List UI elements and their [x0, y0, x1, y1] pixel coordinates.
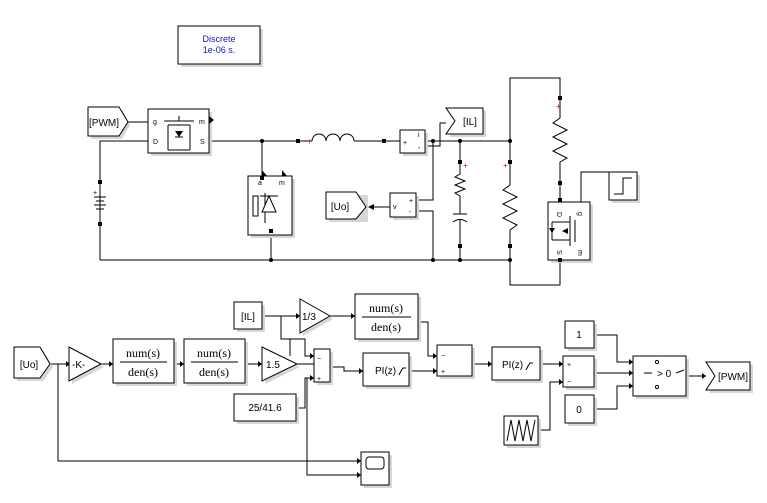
sum-3[interactable]: + −: [562, 355, 597, 390]
gain-k[interactable]: -K-: [68, 346, 104, 384]
tf3-den: den(s): [371, 320, 401, 334]
vmeas-minus-label: -: [409, 209, 412, 216]
sum2-minus: −: [441, 353, 445, 360]
pi2-label: PI(z): [502, 360, 523, 371]
repeating-sequence[interactable]: [503, 415, 541, 448]
tf2-den: den(s): [199, 365, 229, 379]
uo-from-tag[interactable]: [Uo]: [13, 346, 53, 381]
gain-1-3-label: 1/3: [302, 312, 316, 323]
mosfet1-d-label: D: [153, 139, 158, 146]
imeas-plus-label: +: [403, 140, 407, 147]
solver-line1: Discrete: [202, 34, 235, 44]
pi-controller-2[interactable]: PI(z): [491, 346, 543, 383]
gain-k-label: -K-: [72, 360, 85, 371]
tf1-num: num(s): [126, 346, 160, 360]
pwm-from-tag[interactable]: [PWM]: [87, 106, 130, 139]
pwm-goto-label: [PWM]: [718, 372, 748, 383]
sum-1[interactable]: − +: [313, 348, 333, 385]
mosfet-switch-1[interactable]: g m D S: [147, 108, 214, 156]
transfer-fcn-1[interactable]: num(s) den(s): [112, 338, 177, 386]
inductor[interactable]: +: [296, 133, 386, 146]
mosfet1-g-label: g: [153, 119, 157, 126]
const-zero-label: 0: [576, 405, 582, 416]
switch-block[interactable]: > 0: [632, 355, 689, 399]
pi-controller-1[interactable]: PI(z): [362, 352, 412, 389]
mosfet-symbol-icon: [164, 116, 194, 151]
gain-1-5-label: 1.5: [266, 360, 280, 371]
diode[interactable]: a m: [247, 170, 295, 238]
scope-screen-icon: [365, 456, 385, 470]
svg-text:+: +: [307, 137, 312, 146]
uo-from-label: [Uo]: [20, 360, 39, 371]
sum3-minus: −: [567, 379, 571, 386]
pwm-from-label: [PWM]: [89, 118, 119, 129]
step-source[interactable]: [608, 171, 640, 203]
svg-text:+: +: [93, 190, 97, 197]
constant-reference[interactable]: 25/41.6: [233, 393, 299, 424]
uo-goto-label: [Uo]: [331, 202, 350, 213]
mosfet2-d-label: D: [555, 212, 562, 217]
tf3-num: num(s): [369, 301, 403, 315]
sum3-plus: +: [567, 362, 571, 369]
imeas-i-label: i: [418, 132, 420, 139]
resistor-2[interactable]: +: [551, 96, 569, 185]
diode-symbol-icon: [252, 193, 278, 223]
dc-voltage-source[interactable]: +: [93, 180, 106, 226]
tf1-den: den(s): [128, 365, 158, 379]
switch-label: > 0: [657, 369, 672, 380]
const-one-label: 1: [576, 330, 582, 341]
diode-k-label: a: [258, 180, 262, 187]
transfer-fcn-2[interactable]: num(s) den(s): [183, 338, 248, 386]
control-arrowheads: [66, 313, 706, 478]
mosfet-switch-2[interactable]: D g S m: [547, 198, 593, 263]
constant-ref-label: 25/41.6: [248, 403, 282, 414]
mosfet2-symbol-icon: [549, 216, 576, 246]
solver-line2: 1e-06 s.: [203, 45, 236, 55]
il-goto-tag[interactable]: [IL]: [445, 107, 486, 137]
scope-block[interactable]: [360, 451, 392, 488]
il-goto-label: [IL]: [463, 117, 477, 128]
junction-dots: [260, 139, 512, 262]
svg-text:+: +: [463, 161, 468, 170]
load-resistor[interactable]: +: [501, 160, 519, 248]
pwm-goto-tag[interactable]: [PWM]: [705, 361, 753, 393]
mosfet2-m-label: m: [576, 250, 583, 256]
current-measurement[interactable]: + i -: [399, 129, 428, 156]
vmeas-plus-label: +: [409, 198, 413, 205]
tf2-num: num(s): [197, 346, 231, 360]
capacitor-rc-branch[interactable]: +: [452, 160, 468, 248]
powergui-block[interactable]: Discrete 1e-06 s.: [177, 25, 263, 67]
pi1-label: PI(z): [375, 366, 396, 377]
mosfet1-s-label: S: [200, 139, 205, 146]
svg-text:+: +: [556, 102, 561, 111]
imeas-minus-label: -: [418, 145, 421, 152]
svg-text:+: +: [503, 161, 508, 170]
sum-2[interactable]: − +: [436, 344, 475, 379]
mosfet1-m-label: m: [199, 119, 205, 126]
diode-m-label: m: [279, 180, 285, 187]
power-circuit-wires: [99, 77, 609, 286]
sum2-plus: +: [441, 369, 445, 376]
mosfet2-g-label: g: [576, 212, 583, 216]
constant-zero[interactable]: 0: [564, 394, 597, 426]
sum1-minus: −: [317, 356, 321, 363]
transfer-fcn-3[interactable]: num(s) den(s): [354, 293, 421, 342]
voltage-measurement[interactable]: v + -: [368, 192, 419, 220]
il-from-label: [IL]: [241, 312, 255, 323]
sawtooth-icon: [506, 419, 536, 442]
constant-one[interactable]: 1: [564, 320, 597, 351]
gain-1-5[interactable]: 1.5: [261, 346, 300, 384]
il-from-tag[interactable]: [IL]: [233, 301, 265, 332]
mosfet2-s-label: S: [555, 250, 562, 255]
uo-goto-tag[interactable]: [Uo]: [325, 191, 368, 222]
sum1-plus: +: [317, 376, 321, 383]
gain-1-3[interactable]: 1/3: [299, 298, 333, 336]
vmeas-v-label: v: [393, 204, 397, 211]
